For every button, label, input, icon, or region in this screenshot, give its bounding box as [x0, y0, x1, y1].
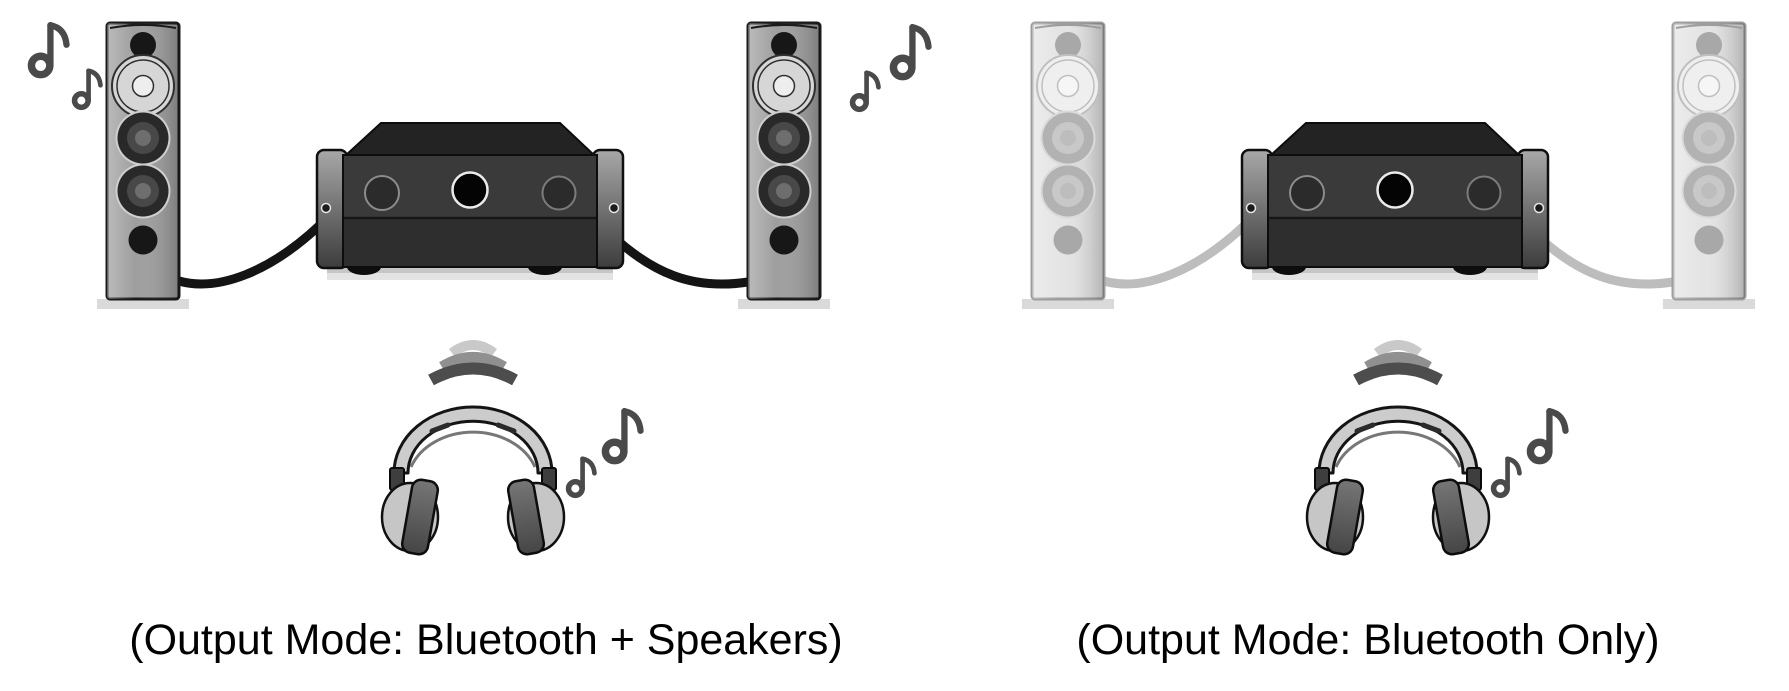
- music-note-icon: [853, 73, 879, 110]
- headphones-icon: [1307, 407, 1489, 556]
- wireless-signal-icon: [1356, 345, 1440, 380]
- music-notes-left-speaker: [31, 25, 100, 107]
- music-note-icon: [1494, 459, 1520, 496]
- music-note-icon: [1530, 411, 1565, 460]
- caption-bluetooth-plus-speakers: (Output Mode: Bluetooth + Speakers): [129, 616, 843, 664]
- speaker-shadow: [97, 299, 189, 309]
- speaker-cable-left: [1099, 220, 1250, 289]
- speaker-shadow: [1022, 299, 1114, 309]
- av-receiver-icon: [1240, 121, 1550, 282]
- music-notes-right-speaker: [853, 27, 929, 109]
- music-note-icon: [893, 27, 928, 76]
- music-note-icon: [569, 459, 595, 496]
- music-note-icon: [75, 71, 101, 108]
- music-notes-headphones: [569, 411, 641, 495]
- music-note-icon: [31, 25, 66, 74]
- floor-speaker-left-icon: [107, 23, 179, 299]
- speaker-cable-left: [174, 220, 325, 289]
- speaker-shadow: [738, 299, 830, 309]
- headphones-icon: [382, 407, 564, 556]
- wireless-signal-icon: [431, 345, 515, 380]
- speaker-shadow: [1663, 299, 1755, 309]
- floor-speaker-left-muted-icon: [1032, 23, 1104, 299]
- floor-speaker-right-muted-icon: [1673, 23, 1745, 299]
- diagram-bluetooth-plus-speakers: [31, 23, 928, 556]
- music-note-icon: [605, 411, 640, 460]
- diagram-bluetooth-only: [1022, 23, 1755, 556]
- music-notes-headphones: [1494, 411, 1566, 495]
- caption-bluetooth-only: (Output Mode: Bluetooth Only): [1076, 616, 1660, 664]
- floor-speaker-right-icon: [748, 23, 820, 299]
- av-receiver-icon: [315, 121, 625, 282]
